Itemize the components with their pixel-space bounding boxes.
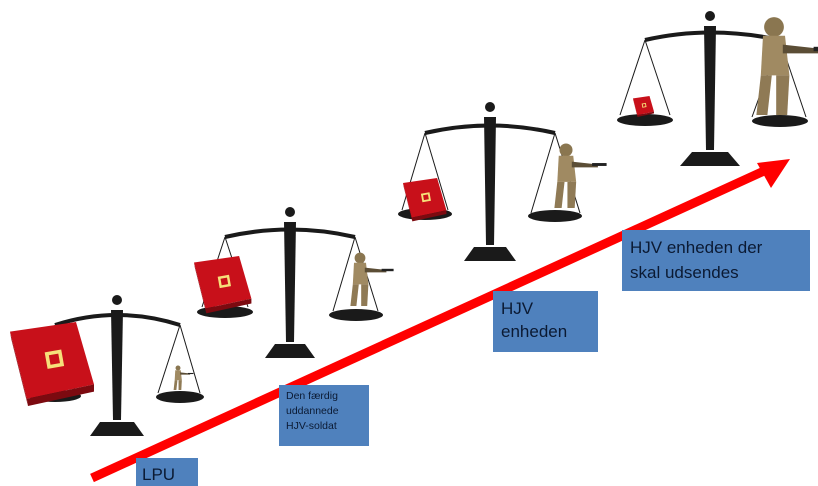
soldier-icon [173,365,194,390]
label-line: HJV enheden der [630,238,763,257]
book-icon [10,322,94,406]
label-line: Den færdig [286,390,338,402]
label-hjv-unit: HJV enheden [493,291,598,352]
label-trained-soldier: Den færdig uddannede HJV-soldat [279,385,369,446]
label-deploy-unit: HJV enheden der skal udsendes [622,230,810,291]
book-icon [633,96,654,117]
label-lpu: LPU [136,458,198,486]
label-line: HJV-soldat [286,420,337,432]
label-line: skal udsendes [630,263,739,282]
soldier-icon [756,17,818,115]
soldier-icon [350,252,394,306]
progress-arrow [90,161,777,483]
arrow-head [757,159,790,188]
label-line: uddannede [286,405,339,417]
soldier-icon [554,143,607,208]
label-lpu-text: LPU [142,465,176,484]
label-line: HJV [501,299,534,318]
label-line: enheden [501,322,568,341]
